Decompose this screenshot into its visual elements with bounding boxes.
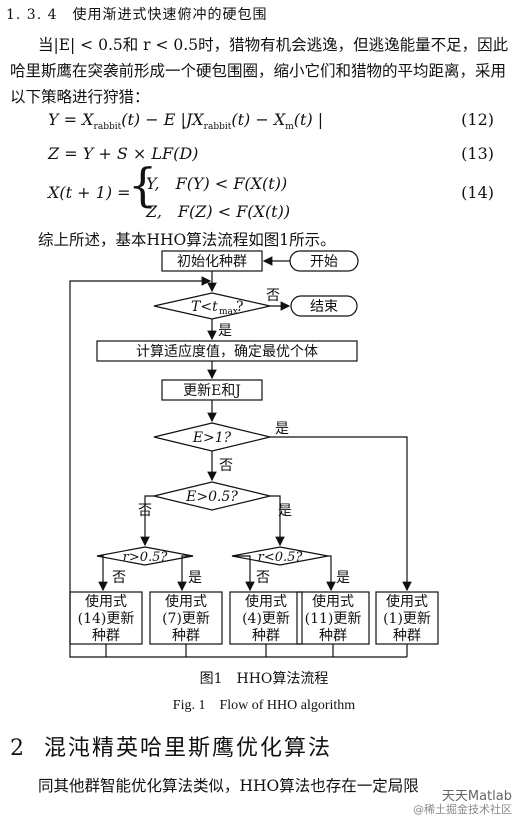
figure-caption-en: Fig. 1 Flow of HHO algorithm xyxy=(172,698,356,713)
box-eq7-line3: 种群 xyxy=(172,628,200,644)
box-eq4-line3: 种群 xyxy=(252,628,280,644)
equation-number-12: (12) xyxy=(461,110,494,129)
equation-14-case1: Y, F(Y) < F(X(t)) xyxy=(146,174,288,193)
section-heading-2: 2 混沌精英哈里斯鹰优化算法 xyxy=(10,730,332,762)
watermark-line-2: @稀土掘金技术社区 xyxy=(413,803,512,816)
cond-e05-no-label: 否 xyxy=(138,503,152,519)
equation-12: Y = Xrabbit(t) − E |JXrabbit(t) − Xm(t) … xyxy=(48,110,324,132)
box-eq14-line3: 种群 xyxy=(92,628,120,644)
box-eq14-line2: (14)更新 xyxy=(78,611,135,627)
section-heading-text: 混沌精英哈里斯鹰优化算法 xyxy=(44,736,333,761)
init-label: 初始化种群 xyxy=(177,253,247,270)
cond-t-yes-label: 是 xyxy=(218,323,232,339)
box-eq11-line1: 使用式 xyxy=(312,593,354,610)
equation-number-13: (13) xyxy=(461,144,494,163)
box-eq1-line3: 种群 xyxy=(393,628,421,644)
cond-t-sub: max xyxy=(219,307,238,317)
paragraph-1: 当|E| < 0.5和 r < 0.5时，猎物有机会逃逸，但逃逸能量不足，因此哈… xyxy=(10,36,509,106)
start-label: 开始 xyxy=(310,254,338,270)
cond-r-lt-diamond xyxy=(231,546,329,566)
cond-r-gt-yes-label: 是 xyxy=(188,570,202,586)
end-label: 结束 xyxy=(310,299,338,315)
watermark-line-1: 天天Matlab xyxy=(441,789,512,804)
box-eq1-line2: (1)更新 xyxy=(383,611,431,627)
cond-r-lt-no-label: 否 xyxy=(256,570,270,586)
cond-r-gt-diamond xyxy=(96,546,194,566)
cond-r-lt-label: r<0.5? xyxy=(258,550,304,565)
hho-flowchart: 初始化种群 开始 T<t max ? 否 结束 是 计算适应度值，确定最优个体 … xyxy=(69,250,439,658)
section-title: 1. 3. 4 使用渐进式快速俯冲的硬包围 xyxy=(6,7,268,23)
cond-t-q: ? xyxy=(236,299,244,315)
box-eq11-line3: 种群 xyxy=(319,628,347,644)
box-eq14-line1: 使用式 xyxy=(85,593,127,610)
paragraph-3: 同其他群智能优化算法类似，HHO算法也存在一定局限 xyxy=(38,777,419,795)
watermark: 天天Matlab @稀土掘金技术社区 xyxy=(413,790,512,816)
paragraph-2: 综上所述，基本HHO算法流程如图1所示。 xyxy=(38,231,336,249)
end-terminal xyxy=(290,295,358,317)
section-number: 2 xyxy=(10,736,26,761)
cond-t-label: T<t xyxy=(191,299,218,315)
equation-14-lhs: X(t + 1) = xyxy=(48,183,131,202)
cond-e05-diamond xyxy=(153,481,271,511)
fitness-label: 计算适应度值，确定最优个体 xyxy=(136,343,318,360)
cond-r-gt-no-label: 否 xyxy=(112,570,126,586)
cond-t-no-label: 否 xyxy=(266,288,280,304)
cond-e1-label: E>1? xyxy=(192,430,232,446)
equation-14-case2: Z, F(Z) < F(X(t)) xyxy=(146,202,291,221)
cond-e05-yes-label: 是 xyxy=(278,503,292,519)
box-eq4-line1: 使用式 xyxy=(245,593,287,610)
box-eq7-line2: (7)更新 xyxy=(162,611,210,627)
fitness-box xyxy=(96,340,358,362)
cond-e1-no-label: 否 xyxy=(219,458,233,474)
cond-r-gt-label: r>0.5? xyxy=(123,550,169,565)
box-eq4-line2: (4)更新 xyxy=(242,611,290,627)
cond-e1-yes-label: 是 xyxy=(275,421,289,437)
box-eq7-line1: 使用式 xyxy=(165,593,207,610)
box-eq11-line2: (11)更新 xyxy=(305,611,362,627)
cond-r-lt-yes-label: 是 xyxy=(336,570,350,586)
update-label: 更新E和J xyxy=(183,383,241,399)
equation-number-14: (14) xyxy=(461,183,494,202)
equation-14-brace: { xyxy=(128,158,158,212)
figure-caption-cn: 图1 HHO算法流程 xyxy=(199,671,329,687)
equation-13: Z = Y + S × LF(D) xyxy=(48,144,199,163)
cond-e05-label: E>0.5? xyxy=(185,489,238,505)
box-eq1-line1: 使用式 xyxy=(386,593,428,610)
